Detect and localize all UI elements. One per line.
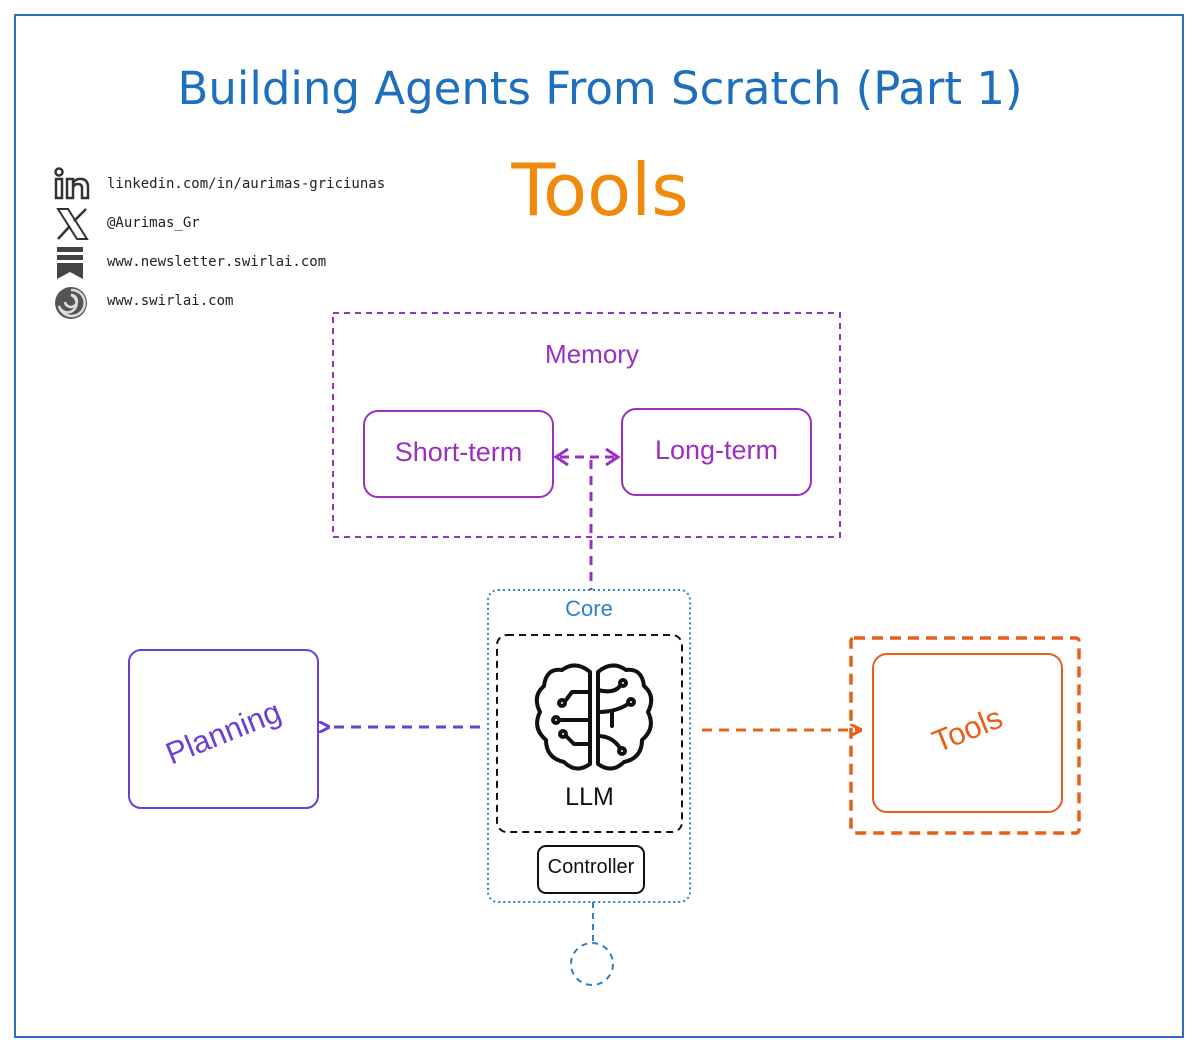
page-title: Building Agents From Scratch (Part 1) — [177, 62, 1023, 115]
substack-icon — [57, 247, 83, 279]
swirl-logo-icon — [55, 287, 87, 319]
long-term-label: Long-term — [654, 435, 779, 465]
short-term-label: Short-term — [394, 437, 523, 467]
long-term-box — [621, 408, 812, 496]
page-frame — [14, 14, 1184, 1038]
website-link[interactable]: www.swirlai.com — [107, 293, 234, 309]
x-icon — [56, 208, 89, 240]
page-subtitle: Tools — [511, 148, 689, 232]
x-handle-link[interactable]: @Aurimas_Gr — [107, 215, 200, 231]
short-term-box — [363, 410, 554, 498]
memory-link-arrow — [553, 447, 621, 467]
core-loop-node — [570, 942, 614, 986]
linkedin-link[interactable]: linkedin.com/in/aurimas-griciunas — [107, 176, 386, 192]
controller-label: Controller — [547, 856, 635, 878]
llm-label: LLM — [565, 783, 614, 811]
memory-label: Memory — [545, 339, 639, 369]
core-label: Core — [565, 596, 613, 621]
core-container — [487, 589, 691, 903]
brain-icon — [534, 663, 654, 771]
newsletter-link[interactable]: www.newsletter.swirlai.com — [107, 254, 327, 270]
llm-box — [496, 634, 683, 833]
tools-box — [872, 653, 1063, 813]
linkedin-icon — [54, 167, 90, 200]
memory-container — [332, 312, 841, 538]
controller-box — [537, 845, 645, 894]
